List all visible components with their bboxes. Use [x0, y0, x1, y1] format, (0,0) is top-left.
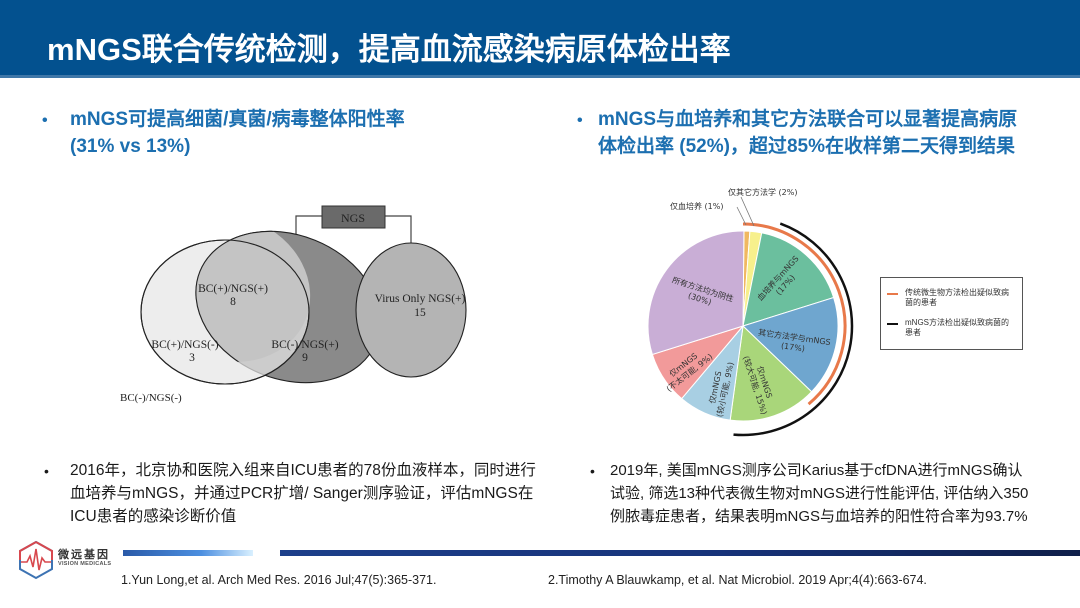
venn-region-label: Virus Only NGS(+): [375, 293, 466, 305]
bullet-icon: •: [42, 112, 48, 129]
pie-slice: [729, 324, 813, 422]
logo-text-en: VISION MEDICALS: [58, 561, 112, 567]
right-body-line: 试验, 筛选13种代表微生物对mNGS进行性能评估, 评估纳入350: [610, 485, 1029, 502]
legend-label: 传统微生物方法检出疑似致病菌的患者: [905, 288, 1009, 307]
footer-band: [280, 550, 1080, 556]
venn-region-label: BC(-)/NGS(+): [271, 339, 338, 351]
callout-other-methods-only: 仅其它方法学 (2%): [728, 187, 797, 197]
venn-outside-label: BC(-)/NGS(-): [120, 392, 182, 404]
venn-ngs-label: NGS: [341, 211, 365, 225]
header-bar: [0, 0, 1080, 75]
bullet-icon: •: [44, 463, 49, 479]
venn-region-label: BC(+)/NGS(-): [151, 339, 218, 351]
venn-region-value: 3: [189, 352, 195, 364]
left-body-text: 2016年，北京协和医院入组来自ICU患者的78份血液样本，同时进行 血培养与m…: [70, 459, 570, 528]
venn-region-value: 15: [414, 307, 426, 319]
left-heading: mNGS可提高细菌/真菌/病毒整体阳性率 (31% vs 13%): [70, 106, 540, 160]
right-body-line: 例脓毒症患者，结果表明mNGS与血培养的阳性符合率为93.7%: [610, 508, 1028, 525]
venn-region-value: 8: [230, 296, 236, 308]
pie-slice: [742, 296, 839, 393]
right-body-line: 2019年, 美国mNGS测序公司Karius基于cfDNA进行mNGS确认: [610, 462, 1023, 479]
header-divider: [0, 75, 1080, 78]
left-heading-line1: mNGS可提高细菌/真菌/病毒整体阳性率: [70, 109, 405, 130]
left-heading-line2: (31% vs 13%): [70, 136, 191, 157]
pie-legend: 传统微生物方法检出疑似致病菌的患者 mNGS方法检出疑似致病菌的患者: [880, 277, 1023, 350]
slice-value: (17%): [780, 341, 805, 353]
bullet-icon: •: [577, 112, 583, 129]
logo-text-cn: 微远基因: [58, 549, 110, 561]
pie-slices: [647, 230, 839, 422]
mngs-method-arc: [733, 222, 854, 437]
orange-line-icon: [887, 293, 898, 295]
vision-medicals-logo-icon: [19, 540, 53, 580]
pie-slice: [647, 230, 745, 356]
pie-chart: 仅血培养 (1%) 仅其它方法学 (2%) 血培养与mNGS (17%) 其它方…: [647, 187, 854, 437]
venn-region-label: BC(+)/NGS(+): [198, 283, 268, 295]
legend-label: mNGS方法检出疑似致病菌的患者: [905, 318, 1009, 337]
left-body-line: ICU患者的感染诊断价值: [70, 508, 237, 525]
right-heading-line1: mNGS与血培养和其它方法联合可以显著提高病原: [598, 109, 1018, 130]
venn-diagram: NGS BC(+)/NGS(+) 8 BC(+)/NGS(-) 3 BC(-)/…: [120, 205, 467, 404]
right-heading-line2: 体检出率 (52%)，超过85%在收样第二天得到结果: [598, 136, 1015, 157]
reference-2: 2.Timothy A Blauwkamp, et al. Nat Microb…: [548, 573, 927, 587]
right-heading: mNGS与血培养和其它方法联合可以显著提高病原 体检出率 (52%)，超过85%…: [598, 106, 1068, 160]
left-body-line: 2016年，北京协和医院入组来自ICU患者的78份血液样本，同时进行: [70, 462, 536, 479]
footer-band-segment: [123, 550, 253, 556]
traditional-method-arc: [742, 222, 847, 406]
reference-1: 1.Yun Long,et al. Arch Med Res. 2016 Jul…: [121, 573, 437, 587]
black-line-icon: [887, 323, 898, 325]
slide-title: mNGS联合传统检测，提高血流感染病原体检出率: [47, 32, 731, 67]
left-body-line: 血培养与mNGS，并通过PCR扩增/ Sanger测序验证，评估mNGS在: [70, 485, 534, 502]
pie-slice: [742, 232, 835, 327]
callout-blood-culture-only: 仅血培养 (1%): [670, 201, 723, 211]
venn-region-value: 9: [302, 352, 308, 364]
right-body-text: 2019年, 美国mNGS测序公司Karius基于cfDNA进行mNGS确认 试…: [610, 459, 1080, 528]
bullet-icon: •: [590, 463, 595, 479]
